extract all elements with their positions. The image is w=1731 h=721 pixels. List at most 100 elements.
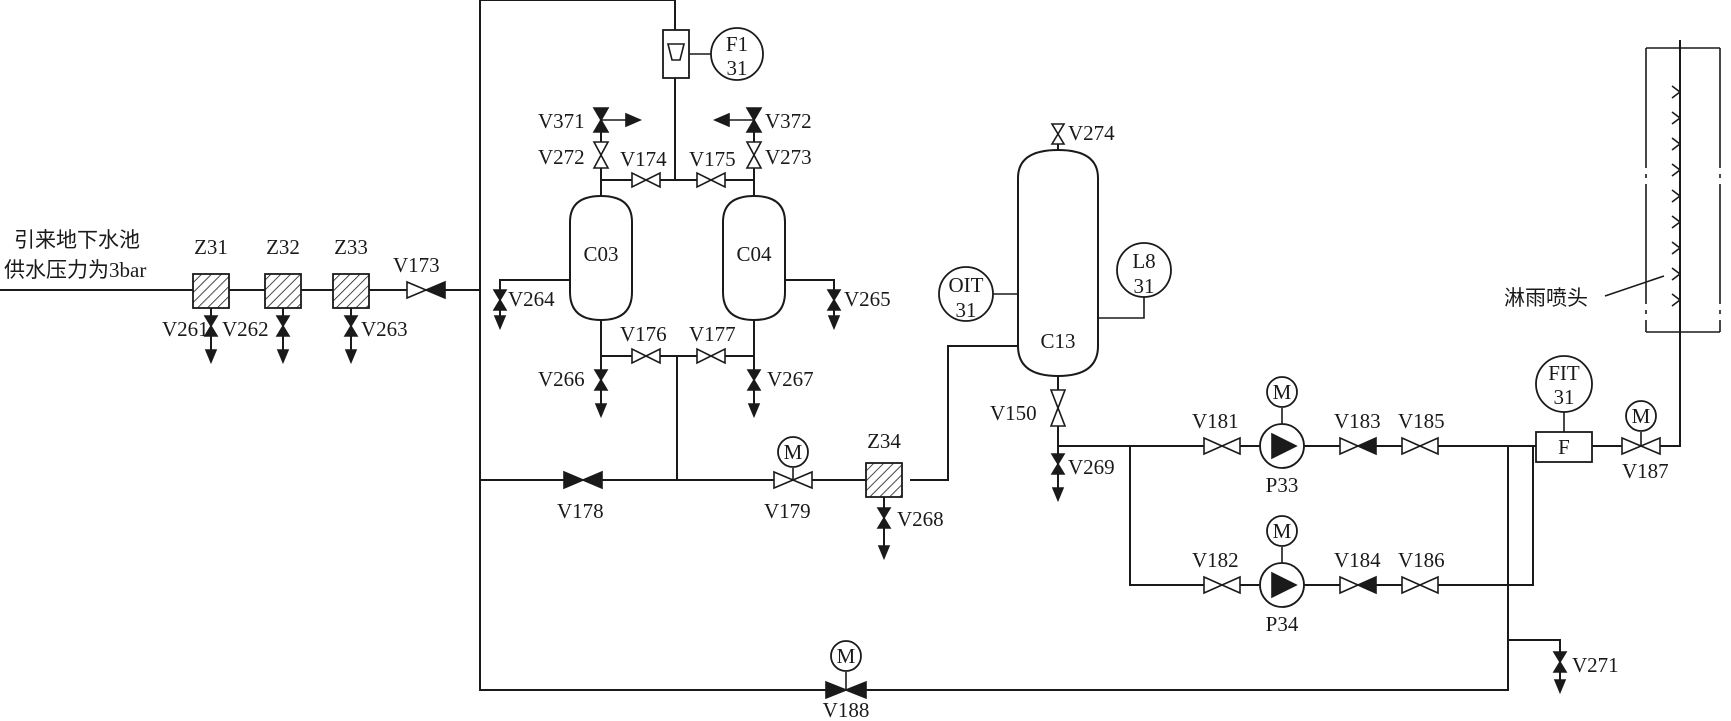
svg-text:31: 31 bbox=[956, 298, 977, 322]
valve-v173: V173 bbox=[393, 253, 446, 300]
svg-text:V267: V267 bbox=[767, 367, 814, 391]
svg-text:M: M bbox=[1632, 404, 1651, 428]
svg-text:V179: V179 bbox=[764, 499, 811, 523]
valve-v186: V186 bbox=[1398, 548, 1445, 595]
svg-text:V181: V181 bbox=[1192, 409, 1239, 433]
svg-text:V188: V188 bbox=[823, 698, 870, 721]
filter-z32: Z32 bbox=[264, 235, 302, 309]
svg-text:V274: V274 bbox=[1068, 121, 1115, 145]
valve-v183: V183 bbox=[1334, 409, 1381, 456]
sprinkler-tower: 淋雨喷头 bbox=[1504, 47, 1721, 333]
svg-text:V187: V187 bbox=[1622, 459, 1669, 483]
svg-text:V271: V271 bbox=[1572, 653, 1619, 677]
svg-text:P34: P34 bbox=[1266, 612, 1299, 636]
svg-text:P33: P33 bbox=[1266, 473, 1299, 497]
instrument-l8: L8 31 bbox=[1098, 242, 1172, 319]
vessel-c04: C04 bbox=[722, 194, 786, 322]
valve-v182: V182 bbox=[1192, 548, 1241, 595]
svg-text:C13: C13 bbox=[1040, 329, 1075, 353]
svg-text:M: M bbox=[1273, 380, 1292, 404]
svg-text:V176: V176 bbox=[620, 322, 667, 346]
svg-text:V185: V185 bbox=[1398, 409, 1445, 433]
svg-text:V266: V266 bbox=[538, 367, 585, 391]
filter-z33: Z33 bbox=[332, 235, 370, 309]
svg-text:V262: V262 bbox=[222, 317, 269, 341]
source-note-line-1: 引来地下水池 bbox=[14, 228, 140, 252]
drain-v263: V263 bbox=[343, 308, 408, 365]
svg-text:V173: V173 bbox=[393, 253, 440, 277]
drain-v271: V271 bbox=[1552, 640, 1619, 695]
drain-v267: V267 bbox=[746, 356, 814, 419]
svg-text:V177: V177 bbox=[689, 322, 736, 346]
svg-text:V184: V184 bbox=[1334, 548, 1381, 572]
valve-v175: V175 bbox=[689, 147, 736, 189]
vent-v273-v372: V372 V273 bbox=[712, 107, 812, 180]
svg-text:Z33: Z33 bbox=[334, 235, 368, 259]
svg-text:FIT: FIT bbox=[1548, 361, 1580, 385]
valve-v185: V185 bbox=[1398, 409, 1445, 456]
svg-text:V372: V372 bbox=[765, 109, 812, 133]
valve-v181: V181 bbox=[1192, 409, 1241, 456]
valve-v174: V174 bbox=[620, 147, 667, 189]
svg-text:V175: V175 bbox=[689, 147, 736, 171]
drain-v268: V268 bbox=[876, 497, 944, 561]
valve-v184: V184 bbox=[1334, 548, 1381, 595]
valve-v274: V274 bbox=[1050, 121, 1115, 150]
svg-text:V269: V269 bbox=[1068, 455, 1115, 479]
vessel-c03: C03 bbox=[569, 194, 633, 322]
svg-text:31: 31 bbox=[727, 56, 748, 80]
svg-text:V186: V186 bbox=[1398, 548, 1445, 572]
svg-text:V150: V150 bbox=[990, 401, 1037, 425]
svg-text:V265: V265 bbox=[844, 287, 891, 311]
svg-text:V264: V264 bbox=[508, 287, 555, 311]
valve-v176: V176 bbox=[620, 322, 667, 365]
pump-p33: M P33 bbox=[1259, 376, 1305, 497]
instrument-oit: OIT 31 bbox=[938, 266, 1018, 322]
svg-text:L8: L8 bbox=[1132, 249, 1155, 273]
filter-z34: Z34 bbox=[865, 429, 903, 498]
svg-text:Z34: Z34 bbox=[867, 429, 901, 453]
valve-v179: M V179 bbox=[764, 436, 813, 523]
drain-v269: V269 bbox=[1050, 446, 1115, 503]
valve-v188: M V188 bbox=[823, 640, 870, 721]
svg-text:M: M bbox=[1273, 519, 1292, 543]
valve-v187: M V187 bbox=[1621, 400, 1669, 483]
pump-p34: M P34 bbox=[1259, 515, 1305, 636]
source-note: 引来地下水池 供水压力为3bar bbox=[4, 228, 146, 282]
svg-text:F: F bbox=[1558, 435, 1570, 459]
svg-text:C04: C04 bbox=[736, 242, 772, 266]
svg-text:V182: V182 bbox=[1192, 548, 1239, 572]
svg-text:31: 31 bbox=[1134, 274, 1155, 298]
source-note-line-2: 供水压力为3bar bbox=[4, 258, 146, 282]
sprinkler-label: 淋雨喷头 bbox=[1504, 286, 1588, 310]
svg-text:V261: V261 bbox=[162, 317, 209, 341]
filter-z31: Z31 bbox=[192, 235, 230, 309]
drain-v261: V261 bbox=[162, 308, 219, 365]
svg-text:M: M bbox=[837, 644, 856, 668]
svg-text:Z31: Z31 bbox=[194, 235, 228, 259]
svg-text:V178: V178 bbox=[557, 499, 604, 523]
instrument-fit: FIT 31 bbox=[1535, 355, 1593, 413]
svg-text:V273: V273 bbox=[765, 145, 812, 169]
vessel-c13: C13 bbox=[1017, 148, 1099, 378]
svg-text:C03: C03 bbox=[583, 242, 618, 266]
vent-v272-v371: V371 V272 bbox=[538, 107, 643, 180]
svg-text:31: 31 bbox=[1554, 385, 1575, 409]
svg-text:V272: V272 bbox=[538, 145, 585, 169]
svg-text:V174: V174 bbox=[620, 147, 667, 171]
svg-text:V183: V183 bbox=[1334, 409, 1381, 433]
drain-v262: V262 bbox=[222, 308, 291, 365]
valve-v178: V178 bbox=[557, 470, 604, 523]
svg-text:OIT: OIT bbox=[949, 273, 984, 297]
instrument-f1: F1 31 bbox=[662, 27, 764, 81]
drain-v266: V266 bbox=[538, 356, 609, 419]
drain-v264: V264 bbox=[492, 279, 570, 331]
drain-v265: V265 bbox=[785, 279, 891, 331]
svg-text:V371: V371 bbox=[538, 109, 585, 133]
svg-text:V263: V263 bbox=[361, 317, 408, 341]
svg-text:F1: F1 bbox=[726, 32, 748, 56]
svg-text:M: M bbox=[784, 440, 803, 464]
svg-text:Z32: Z32 bbox=[266, 235, 300, 259]
valve-v150: V150 bbox=[990, 389, 1067, 427]
